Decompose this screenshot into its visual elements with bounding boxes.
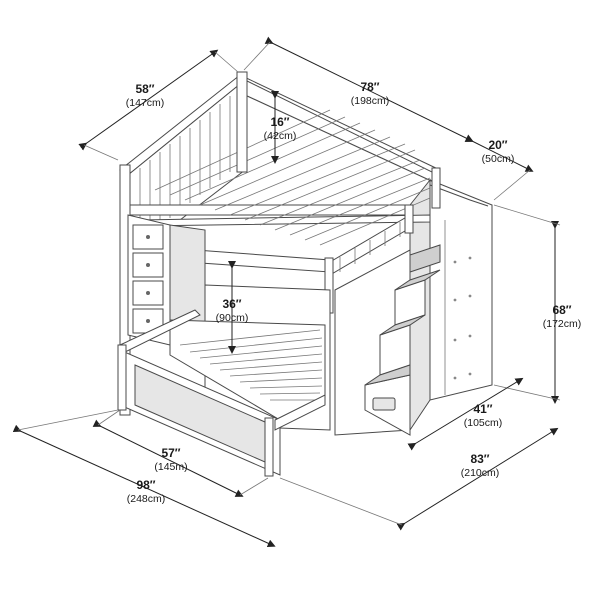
dim-metric: (172cm) bbox=[542, 318, 582, 330]
dim-inches: 98″ bbox=[136, 478, 156, 492]
dim-metric: (147cm) bbox=[125, 97, 165, 109]
dim-metric: (248cm) bbox=[126, 493, 166, 505]
stair-cabinet bbox=[334, 178, 493, 436]
dim-lower-clearance: 36″ (90cm) bbox=[197, 297, 267, 325]
dim-length-top: 78″ (198cm) bbox=[335, 80, 405, 108]
dim-total-width: 83″ (210cm) bbox=[445, 452, 515, 480]
dim-inches: 20″ bbox=[488, 138, 508, 152]
dim-rail-height: 16″ (42cm) bbox=[245, 115, 315, 143]
dim-inches: 58″ bbox=[135, 82, 155, 96]
dim-total-length: 98″ (248cm) bbox=[111, 478, 181, 506]
dim-inches: 16″ bbox=[270, 115, 290, 129]
dim-total-height: 68″ (172cm) bbox=[527, 303, 597, 331]
dim-metric: (90cm) bbox=[215, 312, 249, 324]
dim-inches: 41″ bbox=[473, 402, 493, 416]
dim-metric: (198cm) bbox=[350, 95, 390, 107]
dim-metric: (50cm) bbox=[481, 153, 515, 165]
dim-inches: 36″ bbox=[222, 297, 242, 311]
dim-stair-width: 20″ (50cm) bbox=[463, 138, 533, 166]
dim-lower-width: 57″ (145m) bbox=[136, 446, 206, 474]
dim-stair-depth: 41″ (105cm) bbox=[448, 402, 518, 430]
dim-metric: (42cm) bbox=[263, 130, 297, 142]
dim-width-top: 58″ (147cm) bbox=[110, 82, 180, 110]
dim-inches: 78″ bbox=[360, 80, 380, 94]
dim-metric: (145m) bbox=[154, 461, 188, 473]
dim-inches: 83″ bbox=[470, 452, 490, 466]
dim-inches: 57″ bbox=[161, 446, 181, 460]
dim-inches: 68″ bbox=[552, 303, 572, 317]
dimension-lines bbox=[12, 36, 561, 547]
stair-steps bbox=[364, 244, 441, 436]
dim-metric: (210cm) bbox=[460, 467, 500, 479]
dim-metric: (105cm) bbox=[463, 417, 503, 429]
